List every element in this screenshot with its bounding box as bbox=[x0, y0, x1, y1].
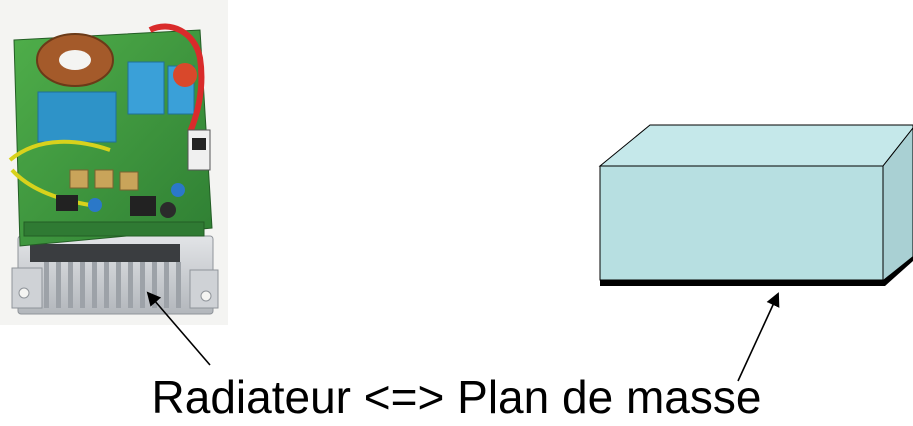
arrow-to-heatsink bbox=[146, 291, 211, 366]
diagram-caption: Radiateur <=> Plan de masse bbox=[151, 371, 762, 423]
ground-plane-strip bbox=[600, 256, 913, 286]
drive-photo bbox=[0, 0, 228, 325]
pcb-drawing bbox=[8, 23, 213, 247]
block-front-face bbox=[599, 165, 884, 281]
heatsink-drawing bbox=[11, 235, 219, 315]
block-top-face bbox=[598, 124, 913, 167]
ground-plane-block bbox=[598, 124, 913, 286]
arrow-to-ground-plane bbox=[737, 292, 780, 382]
